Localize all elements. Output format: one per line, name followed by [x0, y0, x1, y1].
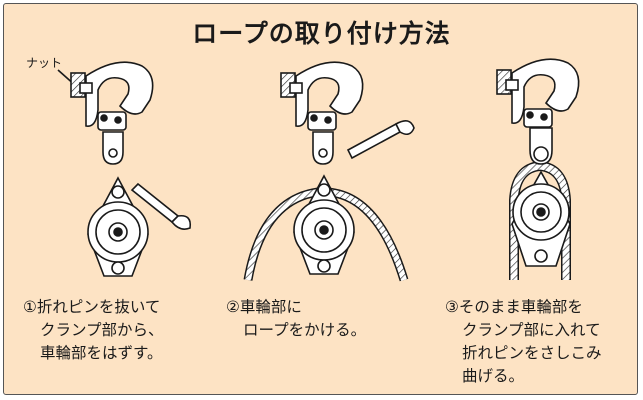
- bracket-2: [312, 131, 334, 165]
- rope-3: [509, 160, 571, 280]
- wheel-3: [511, 127, 571, 267]
- step-3-line-3: 折れピンをさしこみ: [462, 344, 602, 362]
- bent-pin-2: [346, 120, 415, 160]
- clamp-1: [70, 61, 154, 131]
- wheel-2: [293, 174, 355, 275]
- nut-label: ナット: [26, 56, 63, 70]
- step-3-line-4: 曲げる。: [462, 367, 525, 385]
- page-title: ロープの取り付け方法: [192, 19, 451, 48]
- step-1-line-2: クランプ部から、: [40, 321, 164, 339]
- step-2-text: ②車輪部に ロープをかける。: [226, 296, 366, 342]
- step-3-text: ③そのまま車輪部を クランプ部に入れて 折れピンをさしこみ 曲げる。: [445, 296, 602, 388]
- step-1-line-3: 車輪部をはずす。: [40, 344, 163, 362]
- step-1-text: ①折れピンを抜いて クランプ部から、 車輪部をはずす。: [23, 296, 164, 365]
- step-2-line-2: ロープをかける。: [243, 321, 367, 339]
- step-2-line-1: ②車輪部に: [226, 298, 302, 316]
- clamp-2: [280, 61, 364, 131]
- step-3-line-2: クランプ部に入れて: [462, 321, 601, 339]
- bent-pin-1: [130, 182, 192, 230]
- bracket-1: [102, 131, 124, 165]
- wheel-1: [87, 176, 149, 277]
- step-1-line-1: ①折れピンを抜いて: [23, 298, 161, 316]
- clamp-3: [496, 58, 580, 128]
- step-3-line-1: ③そのまま車輪部を: [445, 298, 583, 316]
